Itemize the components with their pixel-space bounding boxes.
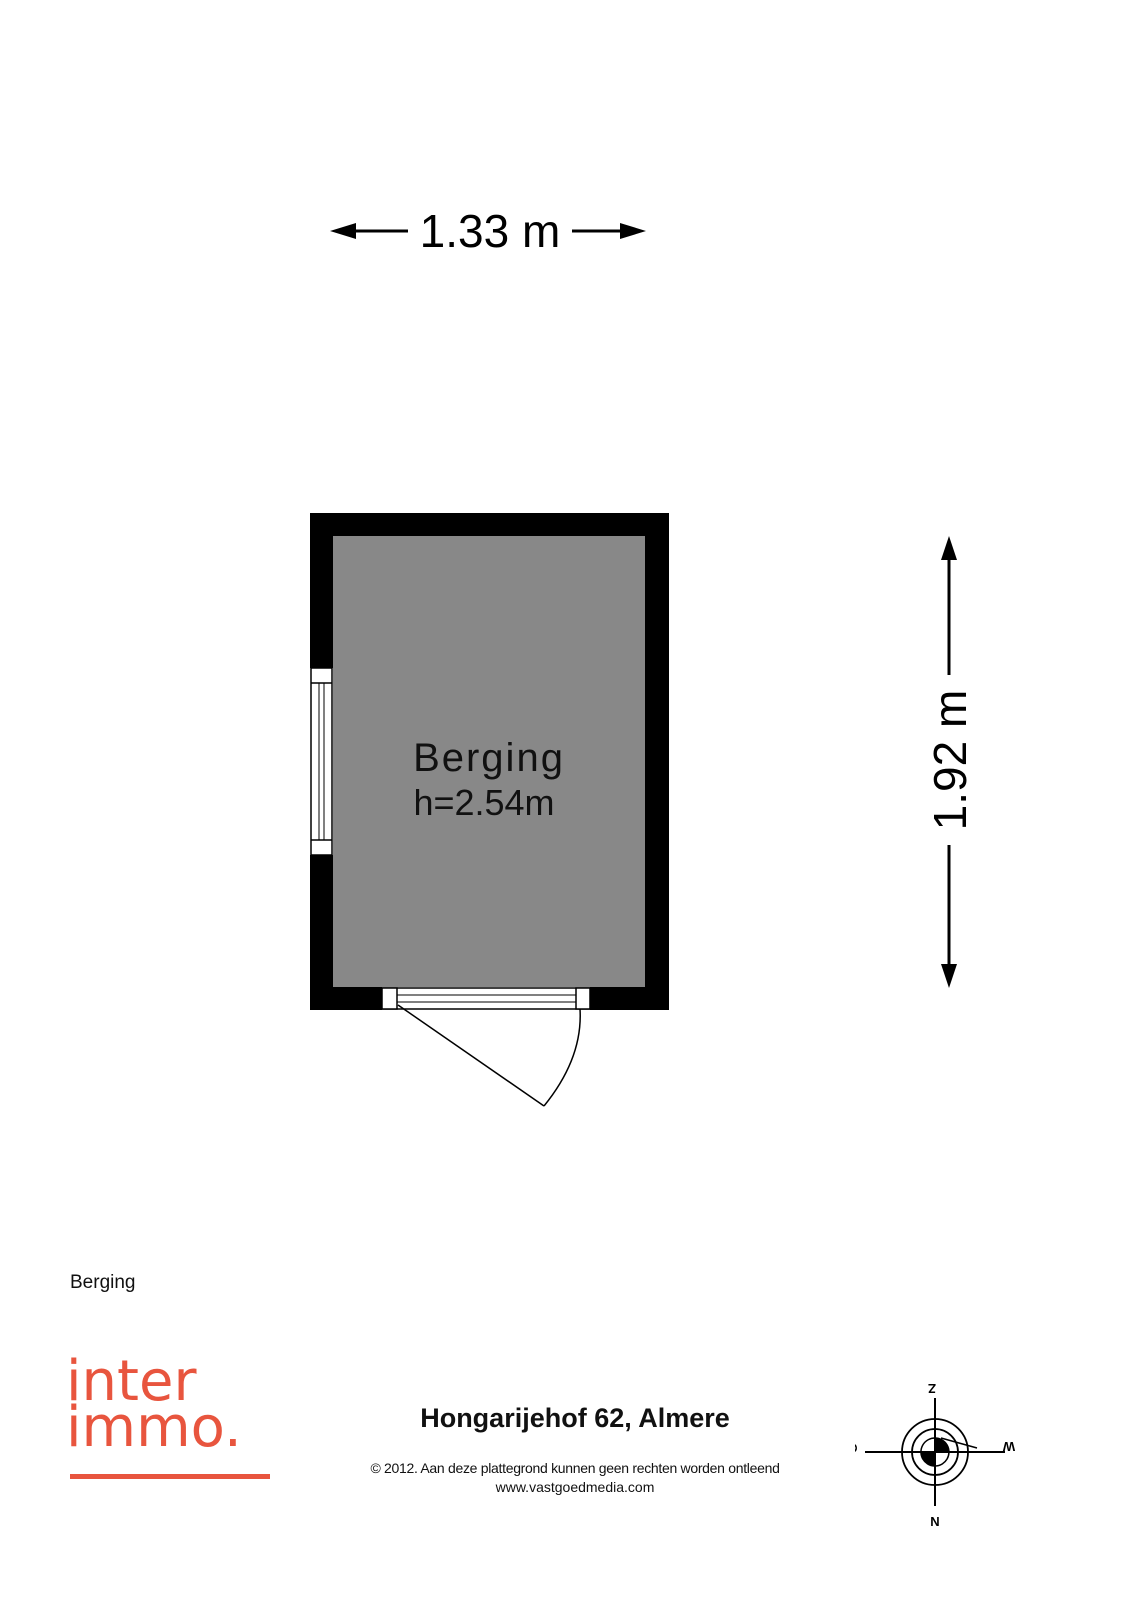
wall-top	[310, 513, 669, 536]
brand-underline	[70, 1474, 270, 1479]
brand-line-2: immo.	[66, 1395, 242, 1460]
room-floor	[333, 536, 645, 987]
wall-right	[645, 513, 669, 1010]
compass-left-letter: O	[855, 1443, 860, 1453]
copyright-notice: © 2012. Aan deze plattegrond kunnen geen…	[370, 1460, 780, 1476]
floor-label: Berging	[70, 1272, 136, 1293]
depth-dimension: 1.92 m	[924, 536, 976, 988]
wall-bottom-right	[590, 987, 669, 1010]
arrow-left-icon	[330, 223, 356, 239]
width-dimension-label: 1.33 m	[420, 205, 561, 257]
brand-logo: inter immo.	[66, 1354, 276, 1482]
door-swing-arc	[543, 1008, 581, 1107]
compass-right-letter: W	[1002, 1439, 1015, 1454]
width-dimension: 1.33 m	[330, 205, 646, 257]
property-address: Hongarijehof 62, Almere	[420, 1403, 730, 1433]
wall-bottom-left	[310, 987, 382, 1010]
arrow-right-icon	[620, 223, 646, 239]
depth-dimension-label: 1.92 m	[924, 690, 976, 831]
compass-icon: Z N O W	[855, 1381, 1015, 1529]
door	[381, 987, 591, 1107]
brand-line-1: inter	[66, 1349, 197, 1414]
wall-left-lower	[310, 855, 333, 1010]
compass-bottom-letter: N	[930, 1514, 939, 1529]
room-name: Berging	[413, 736, 565, 780]
website-text: www.vastgoedmedia.com	[495, 1479, 655, 1495]
room-height: h=2.54m	[413, 782, 554, 823]
arrow-up-icon	[941, 536, 957, 560]
room-berging: Berging h=2.54m	[310, 513, 669, 1107]
wall-left-upper	[310, 513, 333, 668]
window	[310, 667, 333, 856]
compass-top-letter: Z	[928, 1381, 936, 1396]
arrow-down-icon	[941, 964, 957, 988]
door-leaf	[397, 1004, 545, 1107]
